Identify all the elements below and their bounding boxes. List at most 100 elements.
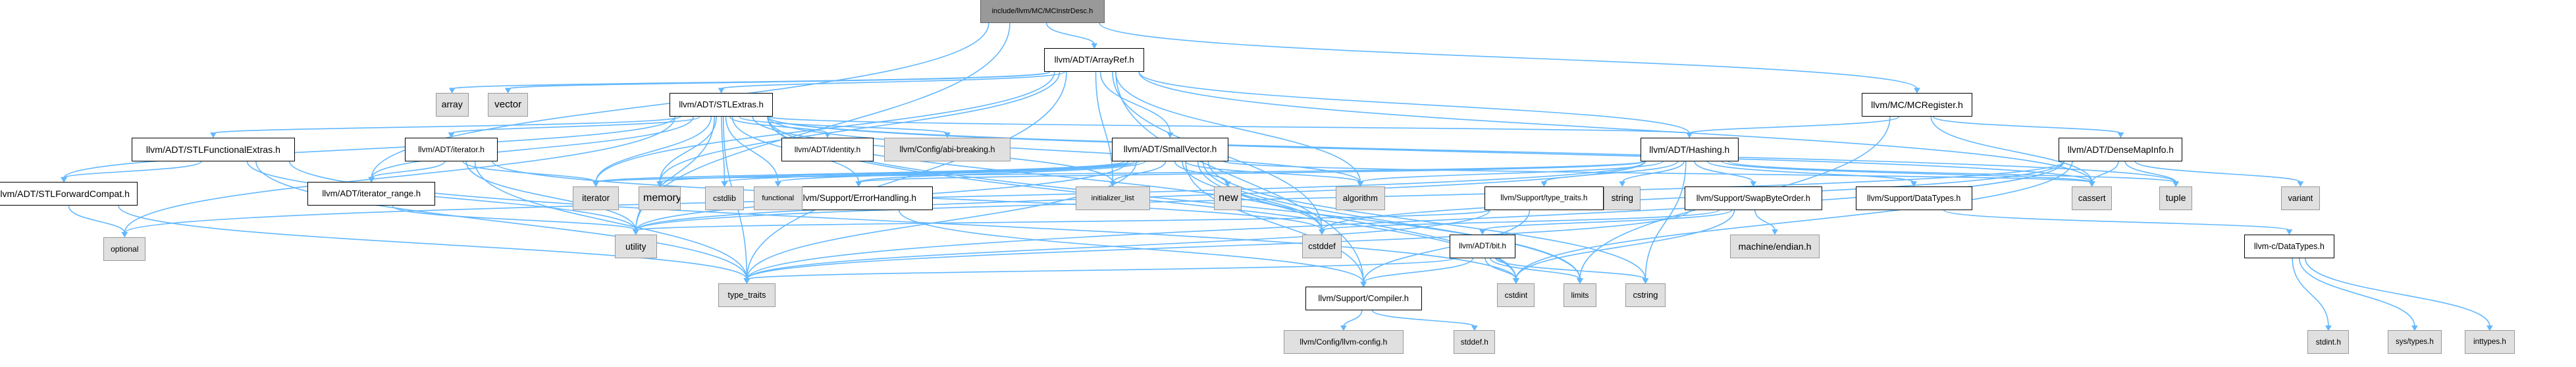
edge-stlextras-to-stlfunctionalextras <box>213 116 681 134</box>
edge-stlextras-to-abibreaking <box>739 116 948 134</box>
node-c-datatypes[interactable]: llvm-c/DataTypes.h <box>2244 234 2334 258</box>
edge-arrow-arrayref-to-array <box>448 88 456 94</box>
edge-arrow-iterator_h-to-iterator_range <box>368 177 375 183</box>
edge-mcregister-to-cassert <box>1930 116 2093 183</box>
node-swapbyteorder[interactable]: llvm/Support/SwapByteOrder.h <box>1684 186 1822 210</box>
node-datatypes[interactable]: llvm/Support/DataTypes.h <box>1855 186 1972 210</box>
edge-densemapinfo-to-type_traits <box>746 161 2065 279</box>
node-cstdint: cstdint <box>1497 283 1535 307</box>
node-new: new <box>1214 186 1242 210</box>
edge-smallvector-to-new <box>1174 161 1228 183</box>
node-initializer-list: initializer_list <box>1075 186 1150 210</box>
edge-arrayref-to-vector <box>507 71 1051 90</box>
edge-stlextras-to-iterator <box>595 116 712 183</box>
node-iterator: iterator <box>572 186 619 210</box>
edge-stlforwardcompat-to-type_traits <box>118 206 748 280</box>
edge-arrow-compiler-to-llvmconfig <box>1340 325 1347 331</box>
node-mcregister[interactable]: llvm/MC/MCRegister.h <box>1862 92 1972 117</box>
edge-stlfunctionalextras-to-type_traits <box>255 161 748 279</box>
edge-smallvector-to-memory <box>659 160 1130 183</box>
edge-smallvector-to-errorhandling <box>858 160 1146 183</box>
edge-swapbyteorder-to-cstddef <box>1321 209 1720 231</box>
edge-smallvector-to-cstring <box>1207 161 1646 279</box>
edge-stlextras-to-memory <box>659 116 717 183</box>
node-type-traits-h[interactable]: llvm/Support/type_traits.h <box>1484 186 1604 210</box>
edge-stlextras-to-identity <box>729 116 828 134</box>
node-bit[interactable]: llvm/ADT/bit.h <box>1449 234 1516 258</box>
edge-arrow-hashing-to-iterator <box>592 181 600 187</box>
node-stlforwardcompat[interactable]: llvm/ADT/STLForwardCompat.h <box>0 182 138 206</box>
node-iterator-range[interactable]: llvm/ADT/iterator_range.h <box>307 182 436 206</box>
edge-arrow-densemapinfo-to-variant <box>2297 181 2304 187</box>
edge-arrow-arrayref-to-vector <box>504 88 512 94</box>
node-smallvector[interactable]: llvm/ADT/SmallVector.h <box>1111 137 1229 161</box>
edge-stlextras-to-iterator_range <box>371 116 694 179</box>
node-functional: functional <box>753 186 802 210</box>
node-string: string <box>1604 186 1641 210</box>
edge-cdatatypes-to-inttypes <box>2304 258 2490 327</box>
node-cassert: cassert <box>2072 186 2113 210</box>
edge-arrow-cdatatypes-to-stdint <box>2325 325 2332 331</box>
edge-iterator_h-to-iterator_range <box>371 161 446 179</box>
node-cstring: cstring <box>1625 283 1666 307</box>
edge-stlextras-to-functional <box>725 116 779 183</box>
edge-cdatatypes-to-stdint <box>2292 258 2329 327</box>
edge-densemapinfo-to-tuple <box>2124 161 2176 183</box>
node-array: array <box>435 92 469 117</box>
node-inttypes: inttypes.h <box>2465 330 2515 354</box>
edge-arrayref-to-stlextras <box>720 71 1065 90</box>
edge-arrow-typetraits_h-to-utility <box>632 229 639 235</box>
edge-bit-to-type_traits <box>746 257 1456 280</box>
node-llvm-config: llvm/Config/llvm-config.h <box>1283 330 1404 354</box>
edge-arrayref-to-algorithm <box>1115 72 1361 183</box>
edge-typetraits_h-to-utility <box>635 209 1490 231</box>
edge-arrow-bit-to-cstring <box>1642 278 1649 284</box>
edge-arrow-datatypes-to-cdatatypes <box>2286 229 2293 235</box>
edge-cdatatypes-to-systypes <box>2298 258 2415 327</box>
edge-arrow-bit-to-cstdint <box>1513 278 1519 284</box>
node-sys-types: sys/types.h <box>2388 330 2442 354</box>
node-variant: variant <box>2280 186 2321 210</box>
edge-densemapinfo-to-cstdint <box>1515 161 2073 279</box>
node-densemapinfo[interactable]: llvm/ADT/DenseMapInfo.h <box>2059 137 2183 161</box>
edge-typetraits_h-to-type_traits <box>746 210 1490 280</box>
node-tuple: tuple <box>2159 186 2192 210</box>
edge-arrow-hashing-to-typetraits_h <box>1540 181 1548 187</box>
node-utility: utility <box>614 234 657 258</box>
edge-typetraits_h-to-compiler <box>1363 210 1531 283</box>
edge-arrow-smallvector-to-new <box>1224 181 1231 187</box>
node-identity[interactable]: llvm/ADT/identity.h <box>781 137 874 161</box>
edge-smallvector-to-cassert <box>1222 160 2093 183</box>
edge-arrow-root-to-arrayref <box>1091 43 1098 49</box>
edge-arrow-densemapinfo-to-tuple <box>2172 181 2179 187</box>
edge-bit-to-cstdint <box>1485 258 1517 280</box>
edge-smallvector-to-cstdint <box>1197 161 1517 279</box>
node-arrayref[interactable]: llvm/ADT/ArrayRef.h <box>1044 48 1145 72</box>
edge-hashing-to-string <box>1621 161 1685 183</box>
edge-hashing-to-algorithm <box>1359 160 1664 183</box>
node-stlextras[interactable]: llvm/ADT/STLExtras.h <box>670 92 773 117</box>
edge-bit-to-cstring <box>1494 258 1646 280</box>
edge-compiler-to-llvmconfig <box>1343 310 1363 327</box>
edge-arrow-root-to-mcregister <box>1914 88 1920 94</box>
edge-arrow-stlfunctionalextras-to-stlforwardcompat <box>61 177 67 183</box>
node-compiler[interactable]: llvm/Support/Compiler.h <box>1305 287 1422 311</box>
node-stddef: stddef.h <box>1454 330 1496 354</box>
edge-arrow-cdatatypes-to-inttypes <box>2486 325 2493 331</box>
edge-arrayref-to-compiler <box>1115 72 1364 283</box>
edge-arrow-hashing-to-algorithm <box>1357 181 1364 187</box>
edge-arrow-bit-to-limits <box>1577 278 1583 284</box>
edge-swapbyteorder-to-bit <box>1482 209 1733 231</box>
node-stlfunctionalextras[interactable]: llvm/ADT/STLFunctionalExtras.h <box>132 137 295 161</box>
edge-datatypes-to-cdatatypes <box>1943 209 2290 231</box>
edge-arrayref-to-hashing <box>1138 71 1690 134</box>
node-hashing[interactable]: llvm/ADT/Hashing.h <box>1640 137 1739 161</box>
edge-arrow-arrayref-to-stlextras <box>718 88 725 94</box>
edge-hashing-to-typetraits_h <box>1543 161 1679 183</box>
edge-stlfunctionalextras-to-utility <box>246 161 637 231</box>
edge-smallvector-to-cstdlib <box>723 160 1136 183</box>
edge-stlextras-to-utility <box>635 116 716 231</box>
node-iterator-h[interactable]: llvm/ADT/iterator.h <box>405 137 498 161</box>
node-errorhandling[interactable]: llvm/Support/ErrorHandling.h <box>785 186 933 210</box>
